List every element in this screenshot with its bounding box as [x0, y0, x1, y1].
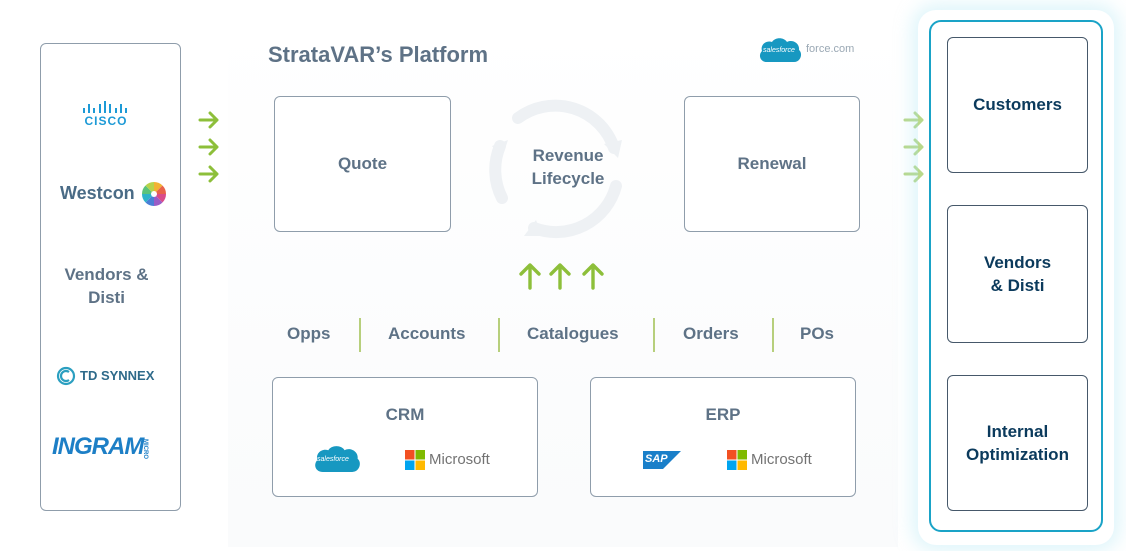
crm-salesforce-text: salesforce — [317, 456, 349, 463]
ingram-micro-wordmark: MICRO — [142, 439, 148, 459]
arrow-right-icon — [903, 165, 924, 183]
erp-sap-logo: SAP — [643, 451, 681, 469]
arrow-right-icon — [903, 138, 924, 156]
left-panel-label-line1: Vendors & — [64, 265, 149, 284]
outcomes-panel — [929, 20, 1103, 532]
westcon-pinwheel-icon — [141, 181, 167, 207]
cisco-bars-icon — [83, 101, 127, 113]
lifecycle-line2: Lifecycle — [531, 169, 605, 188]
divider — [359, 318, 361, 352]
microsoft-squares-icon — [405, 450, 425, 470]
westcon-logo: Westcon — [60, 180, 170, 208]
arrow-right-icon — [198, 165, 219, 183]
td-synnex-logo: TD SYNNEX — [56, 365, 166, 387]
erp-microsoft-logo: Microsoft — [727, 450, 827, 472]
data-item-accounts: Accounts — [388, 324, 466, 343]
salesforce-cloud-icon — [315, 446, 360, 472]
customers-label: Customers — [973, 95, 1062, 114]
data-item-orders: Orders — [683, 324, 739, 343]
left-panel-label-line2: Disti — [88, 288, 125, 307]
cisco-logo: cisco — [80, 100, 132, 130]
westcon-wordmark: Westcon — [60, 183, 135, 203]
divider — [498, 318, 500, 352]
ingram-logo: INGRAM MICRO — [52, 433, 164, 463]
revenue-lifecycle-cycle-icon — [489, 99, 622, 238]
arrow-up-icon — [582, 263, 604, 290]
erp-title: ERP — [705, 405, 741, 424]
quote-box: Quote — [274, 96, 451, 232]
vendors-disti-panel — [40, 43, 181, 511]
quote-label: Quote — [337, 154, 388, 173]
vendors-line1: Vendors — [983, 253, 1052, 272]
renewal-box: Renewal — [684, 96, 860, 232]
td-synnex-swirl-icon — [56, 366, 76, 386]
divider — [772, 318, 774, 352]
erp-sap-text: SAP — [645, 453, 668, 465]
erp-box — [590, 377, 856, 497]
data-item-catalogues: Catalogues — [527, 324, 619, 343]
crm-microsoft-text: Microsoft — [429, 451, 490, 468]
vendors-disti-box: Vendors & Disti — [947, 205, 1088, 343]
ingram-wordmark: INGRAM — [52, 433, 144, 460]
vendors-line2: & Disti — [990, 276, 1045, 295]
salesforce-badge-text: salesforce — [763, 47, 795, 54]
left-panel-label: Vendors & Disti — [40, 263, 173, 309]
arrow-up-icon — [549, 263, 571, 290]
crm-microsoft-logo: Microsoft — [405, 450, 505, 472]
renewal-label: Renewal — [737, 154, 807, 173]
divider — [653, 318, 655, 352]
td-synnex-wordmark: TD SYNNEX — [80, 368, 155, 383]
platform-title: StrataVAR’s Platform — [268, 42, 489, 67]
internal-optimization-box: Internal Optimization — [947, 375, 1088, 511]
erp-microsoft-text: Microsoft — [751, 451, 812, 468]
crm-title: CRM — [385, 405, 425, 424]
data-item-pos: POs — [800, 324, 835, 343]
salesforce-cloud-icon — [759, 38, 802, 62]
revenue-lifecycle-label: Revenue Lifecycle — [506, 144, 630, 190]
internal-line1: Internal — [986, 422, 1049, 441]
arrow-right-icon — [198, 111, 219, 129]
cisco-wordmark: cisco — [84, 114, 128, 128]
arrow-right-icon — [198, 138, 219, 156]
arrow-up-icon — [519, 263, 541, 290]
arrow-right-icon — [903, 111, 924, 129]
salesforce-site-text: force.com — [806, 43, 855, 55]
lifecycle-line1: Revenue — [532, 146, 604, 165]
crm-salesforce-logo: salesforce — [312, 443, 362, 477]
crm-box — [272, 377, 538, 497]
microsoft-squares-icon — [727, 450, 747, 470]
salesforce-com-logo: salesforce force.com — [757, 36, 867, 66]
data-item-opps: Opps — [287, 324, 331, 343]
internal-line2: Optimization — [966, 445, 1069, 464]
sap-logo-shape — [643, 451, 681, 469]
customers-box: Customers — [947, 37, 1088, 173]
